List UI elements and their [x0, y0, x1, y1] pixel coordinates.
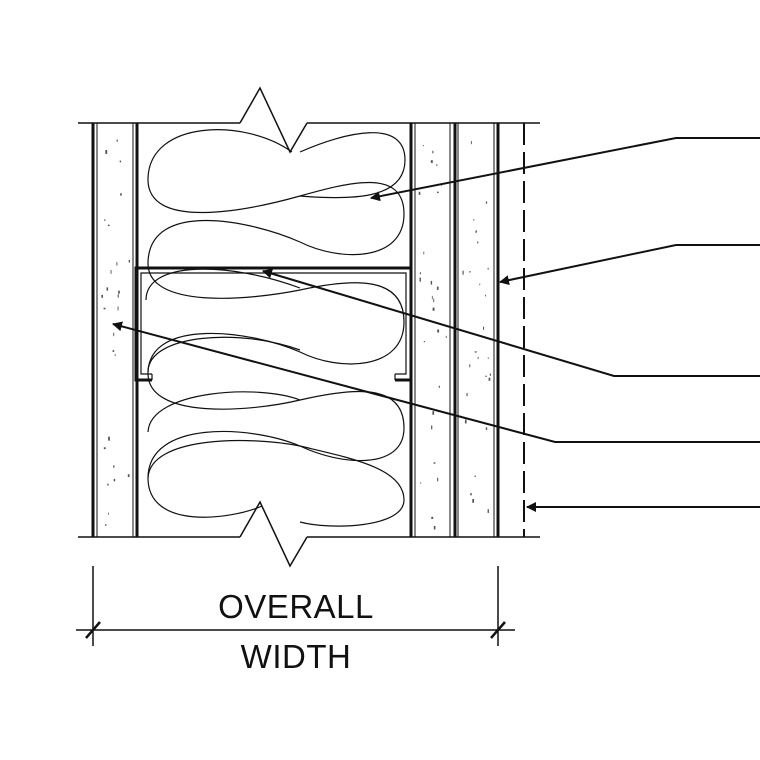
dimension-label-line2: WIDTH [241, 638, 352, 675]
gypsum-speckle [113, 332, 115, 337]
gypsum-speckle [432, 307, 435, 311]
gypsum-speckle [465, 419, 467, 424]
gypsum-speckle [127, 474, 130, 478]
batt-insulation [145, 129, 406, 527]
gypsum-speckle [487, 267, 489, 270]
gypsum-speckle [485, 294, 486, 297]
gypsum-speckle [103, 447, 106, 450]
gypsum-speckle [431, 425, 433, 430]
gypsum-speckle [418, 191, 421, 195]
gypsum-speckle [483, 326, 485, 330]
gypsum-speckle [437, 191, 439, 194]
gypsum-speckle [462, 270, 464, 275]
gypsum-speckle [477, 241, 479, 244]
gypsum-speckle [119, 160, 122, 163]
gypsum-speckle [488, 377, 491, 381]
gypsum-speckle [128, 260, 130, 263]
gypsum-speckle [433, 462, 436, 464]
gypsum-speckle-pattern [101, 139, 491, 530]
gypsum-speckle [103, 307, 106, 310]
gypsum-speckle [485, 427, 488, 430]
gypsum-speckle [419, 272, 421, 275]
gypsum-speckle [438, 385, 440, 388]
gypsum-speckle [117, 294, 119, 298]
gypsum-speckle [114, 354, 116, 356]
gypsum-speckle [431, 516, 434, 519]
gypsum-speckle [470, 141, 472, 145]
gypsum-speckle [440, 184, 442, 186]
section-cut-lines [78, 122, 540, 538]
gypsum-speckle [437, 477, 439, 482]
gypsum-speckle [436, 164, 438, 166]
gypsum-speckle [117, 306, 119, 311]
leader-steel-stud [262, 268, 760, 377]
dimension-label-line1: OVERALL [218, 588, 374, 625]
gypsum-speckle [433, 298, 435, 303]
leader-gypsum-outer [499, 244, 760, 286]
gypsum-speckle [108, 512, 109, 515]
gypsum-speckle [423, 341, 425, 343]
gypsum-speckle [432, 150, 434, 154]
gypsum-speckle [105, 524, 107, 526]
gypsum-speckle [436, 286, 439, 290]
leader-lines [112, 137, 760, 512]
gypsum-speckle [470, 493, 472, 496]
break-symbol-bottom [239, 500, 308, 568]
gypsum-speckle [474, 475, 476, 477]
gypsum-speckle [419, 277, 421, 282]
gypsum-speckle [430, 160, 433, 163]
gypsum-speckle [101, 294, 103, 298]
gypsum-speckle [475, 230, 477, 233]
gypsum-speckle [420, 482, 422, 484]
gypsum-speckle [106, 287, 109, 291]
gypsum-speckle [431, 295, 433, 300]
dimension-line [76, 566, 515, 646]
gypsum-speckle [469, 364, 471, 368]
gypsum-speckle [116, 139, 118, 142]
gypsum-board-left [91, 123, 139, 537]
gypsum-speckle [432, 411, 435, 415]
gypsum-speckle [473, 219, 475, 221]
gypsum-speckle [422, 145, 424, 147]
gypsum-speckle [120, 193, 122, 196]
gypsum-speckle [113, 478, 116, 482]
gypsum-speckle [487, 357, 489, 359]
gypsum-speckle [104, 219, 106, 221]
gypsum-speckle [479, 283, 481, 286]
gypsum-speckle [116, 262, 118, 266]
gypsum-speckle [118, 290, 120, 294]
gypsum-speckle [105, 150, 108, 154]
gypsum-speckle [107, 224, 110, 227]
gypsum-speckle [472, 499, 474, 503]
gypsum-board-right-layer-2 [457, 123, 500, 537]
leader-insulation [370, 137, 760, 202]
gypsum-speckle [437, 329, 440, 333]
break-symbol-top [239, 86, 308, 154]
gypsum-speckle [469, 271, 471, 273]
gypsum-speckle [113, 465, 115, 468]
gypsum-speckle [433, 526, 436, 530]
gypsum-speckle [487, 509, 489, 513]
steel-stud [134, 266, 413, 382]
gypsum-speckle [489, 373, 491, 376]
gypsum-speckle [466, 393, 468, 397]
gypsum-speckle [112, 350, 115, 352]
gypsum-speckle [477, 356, 479, 360]
gypsum-speckle [474, 351, 477, 353]
leader-gypsum-left [112, 321, 760, 443]
gypsum-speckle [108, 436, 110, 441]
gypsum-speckle [110, 270, 112, 274]
gypsum-speckle [485, 375, 487, 377]
gypsum-speckle [445, 335, 447, 338]
gypsum-speckle [430, 280, 433, 285]
gypsum-speckle [485, 201, 488, 204]
gypsum-speckle [423, 251, 425, 255]
gypsum-speckle [107, 483, 109, 486]
